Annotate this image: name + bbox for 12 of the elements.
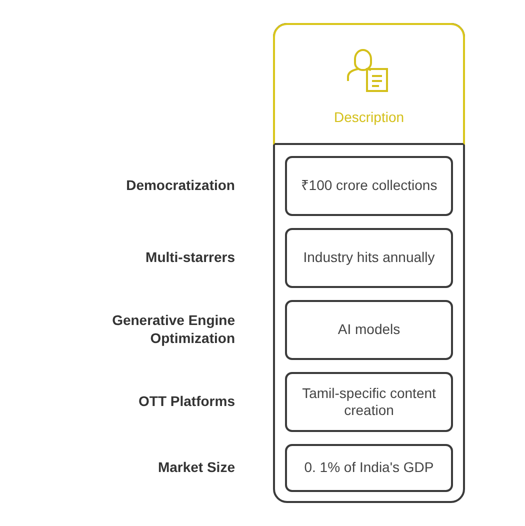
column-panel: [273, 23, 465, 503]
row-label: OTT Platforms: [138, 392, 235, 410]
description-box: 0. 1% of India's GDP: [285, 444, 453, 492]
column-heading: Description: [332, 109, 406, 125]
row-label: Democratization: [125, 176, 235, 194]
description-box: Industry hits annually: [285, 228, 453, 288]
row-label: Generative Engine Optimization: [111, 310, 235, 348]
description-box: ₹100 crore collections: [285, 156, 453, 216]
description-box: AI models: [285, 300, 453, 360]
row-label: Market Size: [156, 458, 235, 476]
row-label: Multi-starrers: [144, 248, 235, 266]
description-box: Tamil-specific content creation: [285, 372, 453, 432]
